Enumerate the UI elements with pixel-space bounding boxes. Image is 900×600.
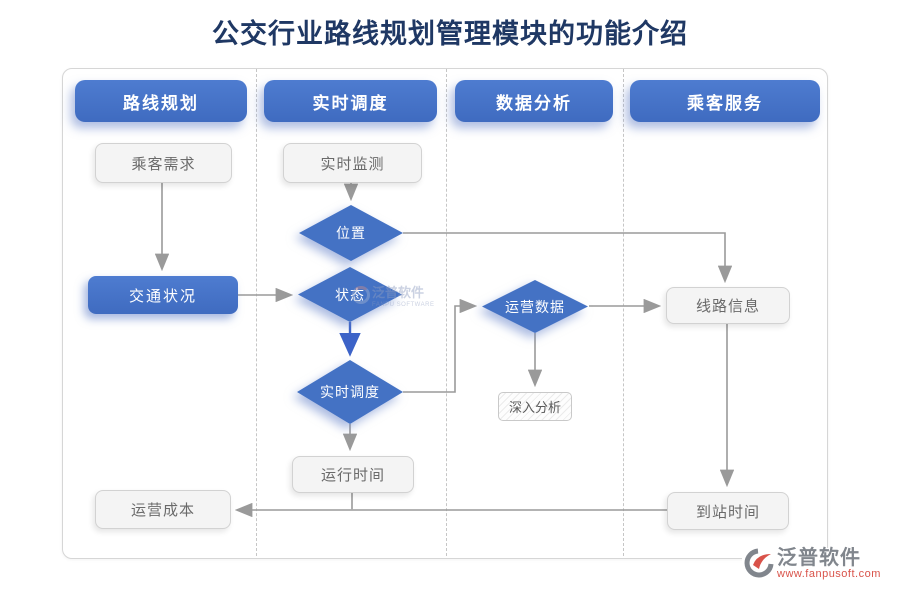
node-location-label: 位置 bbox=[299, 205, 403, 261]
lane-divider-1 bbox=[256, 69, 257, 556]
watermark-center-text: 泛普软件 FANPU SOFTWARE bbox=[372, 286, 434, 312]
fanpu-logo-icon bbox=[744, 548, 774, 578]
watermark-center-brand: 泛普软件 bbox=[372, 285, 425, 300]
node-realtime-dispatch-decision: 实时调度 bbox=[297, 360, 403, 424]
node-passenger-demand: 乘客需求 bbox=[95, 143, 232, 183]
lane-header-realtime-dispatch: 实时调度 bbox=[264, 80, 437, 122]
watermark-url: www.fanpusoft.com bbox=[777, 568, 881, 580]
node-operating-data-label: 运营数据 bbox=[482, 280, 588, 333]
fanpu-logo-icon bbox=[352, 286, 370, 304]
node-operating-data-decision: 运营数据 bbox=[482, 280, 588, 333]
node-route-info: 线路信息 bbox=[666, 287, 790, 324]
node-deep-analysis: 深入分析 bbox=[498, 392, 572, 421]
page-title: 公交行业路线规划管理模块的功能介绍 bbox=[212, 19, 688, 49]
node-traffic-condition: 交通状况 bbox=[88, 276, 238, 314]
lane-header-route-planning: 路线规划 bbox=[75, 80, 247, 122]
watermark-bottom-texts: 泛普软件 www.fanpusoft.com bbox=[777, 548, 881, 581]
node-running-time: 运行时间 bbox=[292, 456, 414, 493]
node-realtime-monitor: 实时监测 bbox=[283, 143, 422, 183]
watermark-bottom-right: 泛普软件 www.fanpusoft.com bbox=[742, 548, 894, 581]
lane-header-passenger-service: 乘客服务 bbox=[630, 80, 820, 122]
node-operating-cost: 运营成本 bbox=[95, 490, 231, 529]
watermark-center-sub: FANPU SOFTWARE bbox=[372, 302, 435, 308]
lane-header-data-analysis: 数据分析 bbox=[455, 80, 613, 122]
lane-divider-2 bbox=[446, 69, 447, 556]
node-location-decision: 位置 bbox=[299, 205, 403, 261]
lane-divider-3 bbox=[623, 69, 624, 556]
node-realtime-dispatch-label: 实时调度 bbox=[297, 360, 403, 424]
watermark-center: 泛普软件 FANPU SOFTWARE bbox=[352, 286, 442, 312]
watermark-brand: 泛普软件 bbox=[777, 547, 861, 569]
node-arrival-time: 到站时间 bbox=[667, 492, 789, 530]
